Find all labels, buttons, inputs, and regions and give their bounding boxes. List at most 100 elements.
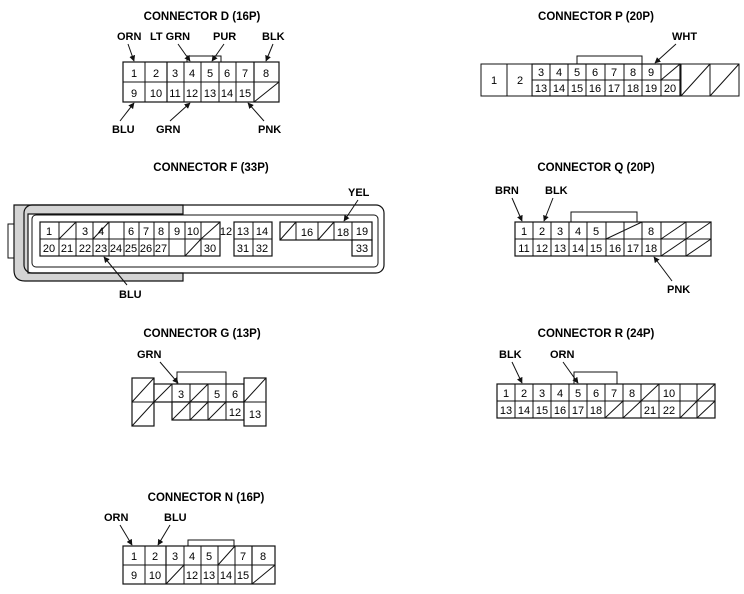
- pin-label: 13: [554, 243, 566, 255]
- wire-label: BLK: [262, 31, 285, 43]
- pin-label: 1: [503, 388, 509, 400]
- pin-label: 14: [220, 570, 232, 582]
- wire-label: BLU: [119, 289, 142, 301]
- pin-label: 9: [131, 88, 137, 100]
- pin-label: 3: [539, 388, 545, 400]
- connector-d-title: CONNECTOR D (16P): [144, 11, 261, 23]
- pin-label: 5: [214, 389, 220, 401]
- pin-label: 18: [337, 227, 349, 239]
- pin-label: 8: [629, 388, 635, 400]
- pin-label: 5: [575, 388, 581, 400]
- pin-label: 9: [131, 570, 137, 582]
- pin-label: 27: [155, 243, 167, 255]
- connector-f-title: CONNECTOR F (33P): [153, 162, 269, 174]
- pin-label: 2: [539, 226, 545, 238]
- pin-label: 1: [131, 68, 137, 80]
- pin-label: 13: [249, 409, 261, 421]
- pin-label: 5: [593, 226, 599, 238]
- pin-label: 14: [518, 405, 530, 417]
- wire-label: YEL: [348, 187, 370, 199]
- pin-label: 1: [521, 226, 527, 238]
- wire-label: BLU: [164, 512, 187, 524]
- pin-label: 18: [645, 243, 657, 255]
- wire-label: GRN: [156, 124, 181, 136]
- pin-label: 1: [46, 226, 52, 238]
- pin-label: 3: [172, 68, 178, 80]
- wire-label: PNK: [258, 124, 281, 136]
- pin-label: 7: [611, 67, 617, 79]
- pin-label: 16: [609, 243, 621, 255]
- pin-label: 2: [521, 388, 527, 400]
- pin-label: 12: [536, 243, 548, 255]
- connector-r-title: CONNECTOR R (24P): [538, 328, 655, 340]
- pin-label: 3: [172, 551, 178, 563]
- pin-label: 26: [140, 243, 152, 255]
- connector-q: CONNECTOR Q (20P) 1 2 3 4 5 8: [495, 162, 712, 296]
- pin-label: 3: [82, 226, 88, 238]
- pin-label: 19: [356, 226, 368, 238]
- pin-label: 16: [589, 83, 601, 95]
- pin-label: 15: [571, 83, 583, 95]
- pin-label: 1: [131, 551, 137, 563]
- wire-label: LT GRN: [150, 31, 190, 43]
- wire-label: ORN: [550, 349, 575, 361]
- wire-label: GRN: [137, 349, 162, 361]
- pin-label: 14: [553, 83, 565, 95]
- pin-label: 5: [206, 551, 212, 563]
- pin-label: 12: [186, 570, 198, 582]
- pin-label: 31: [237, 243, 249, 255]
- pin-label: 18: [627, 83, 639, 95]
- pin-label: 4: [557, 388, 563, 400]
- pin-label: 3: [178, 389, 184, 401]
- connector-g: CONNECTOR G (13P) 3 5 6 12: [131, 328, 267, 427]
- pin-label: 11: [518, 243, 529, 255]
- pin-label: 4: [556, 67, 562, 79]
- pin-label: 8: [630, 67, 636, 79]
- pin-label: 6: [593, 388, 599, 400]
- pin-label: 17: [627, 243, 639, 255]
- pin-label: 10: [150, 88, 162, 100]
- pin-label: 10: [663, 388, 675, 400]
- connector-p: CONNECTOR P (20P) 1 2 3 4 5 6 7: [480, 11, 740, 97]
- pin-label: 10: [187, 226, 199, 238]
- connector-r: CONNECTOR R (24P) 1 2 3 4: [496, 328, 716, 419]
- pin-label: 9: [174, 226, 180, 238]
- pin-label: 21: [61, 243, 73, 255]
- pin-label: 20: [43, 243, 55, 255]
- pin-label: 15: [237, 570, 249, 582]
- pin-label: 7: [611, 388, 617, 400]
- pin-label: 10: [149, 570, 161, 582]
- connector-q-title: CONNECTOR Q (20P): [537, 162, 655, 174]
- pin-label: 17: [572, 405, 584, 417]
- pin-label: 8: [158, 226, 164, 238]
- connector-n-title: CONNECTOR N (16P): [148, 492, 265, 504]
- pin-label: 7: [242, 68, 248, 80]
- pin-label: 9: [648, 67, 654, 79]
- wire-label: BLK: [499, 349, 522, 361]
- pin-label: 18: [590, 405, 602, 417]
- pin-label: 14: [221, 88, 233, 100]
- pin-label: 22: [79, 243, 91, 255]
- pin-label: 14: [256, 226, 268, 238]
- pin-label: 8: [260, 551, 266, 563]
- pin-label: 23: [95, 243, 107, 255]
- wire-label: ORN: [117, 31, 142, 43]
- pin-label: 13: [500, 405, 512, 417]
- pin-label: 15: [239, 88, 251, 100]
- pin-label: 2: [517, 75, 523, 87]
- pin-label: 19: [645, 83, 657, 95]
- wire-label: ORN: [104, 512, 129, 524]
- pin-label: 12: [220, 226, 232, 238]
- pin-label: 6: [592, 67, 598, 79]
- pin-label: 15: [536, 405, 548, 417]
- pin-label: 4: [189, 68, 195, 80]
- pin-label: 20: [664, 83, 676, 95]
- pin-label: 24: [110, 243, 122, 255]
- wire-label: BRN: [495, 185, 519, 197]
- pin-label: 21: [644, 405, 656, 417]
- pin-label: 5: [574, 67, 580, 79]
- pin-label: 22: [663, 405, 675, 417]
- pin-label: 14: [572, 243, 584, 255]
- pin-label: 17: [608, 83, 620, 95]
